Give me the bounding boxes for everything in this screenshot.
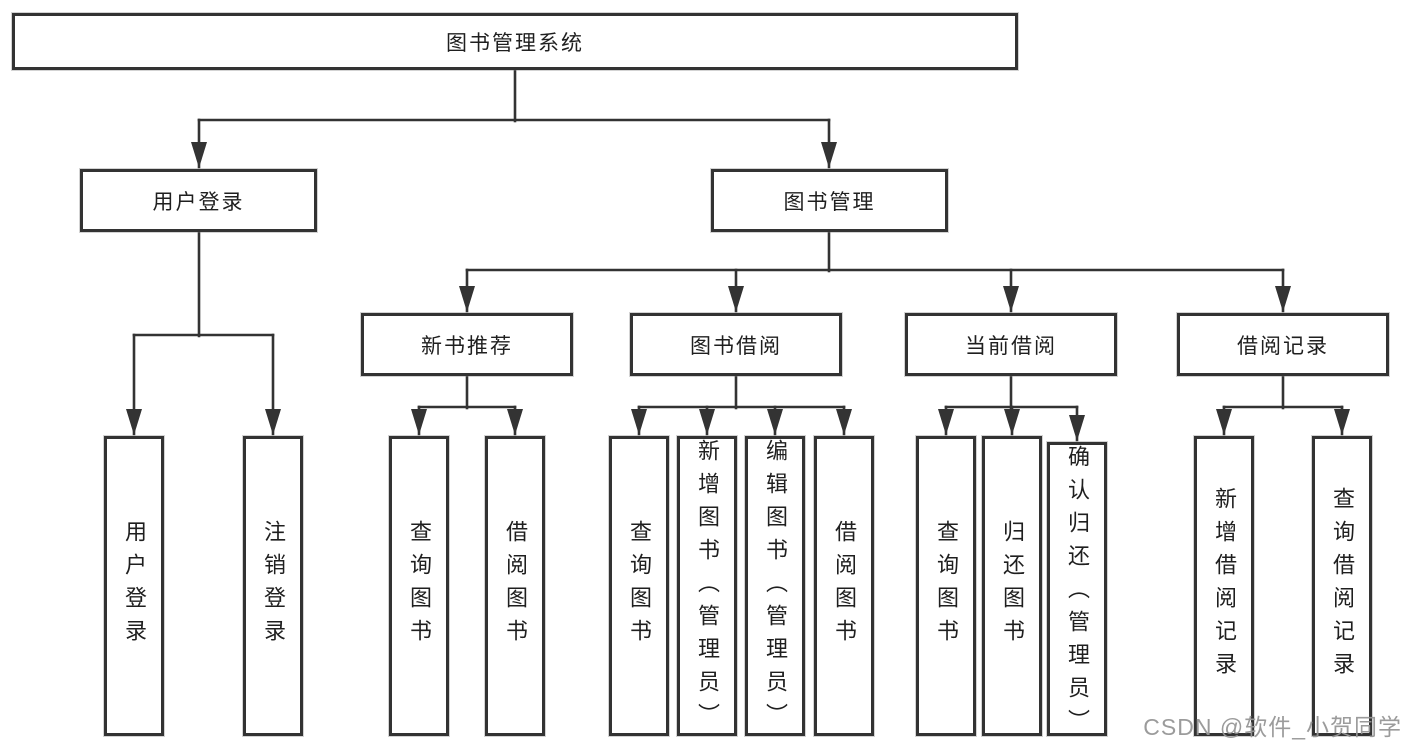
node-borrow-record: 借阅记录 <box>1177 313 1389 376</box>
leaf-borrow-book-recommend: 借阅图书 <box>485 436 545 736</box>
leaf-add-book-admin: 新增图书（管理员） <box>677 436 737 736</box>
leaf-query-book-current: 查询图书 <box>916 436 976 736</box>
leaf-query-borrow-record: 查询借阅记录 <box>1312 436 1372 736</box>
leaf-borrow-book: 借阅图书 <box>814 436 874 736</box>
leaf-query-book-recommend: 查询图书 <box>389 436 449 736</box>
leaf-add-borrow-record: 新增借阅记录 <box>1194 436 1254 736</box>
leaf-confirm-return-admin: 确认归还（管理员） <box>1047 442 1107 742</box>
node-book-management: 图书管理 <box>711 169 948 232</box>
leaf-logout: 注销登录 <box>243 436 303 736</box>
leaf-edit-book-admin: 编辑图书（管理员） <box>745 436 805 736</box>
node-user-login: 用户登录 <box>80 169 317 232</box>
node-book-borrow: 图书借阅 <box>630 313 842 376</box>
watermark: CSDN @软件_小贺同学 <box>1143 714 1402 740</box>
node-current-borrow: 当前借阅 <box>905 313 1117 376</box>
node-new-book-recommend: 新书推荐 <box>361 313 573 376</box>
leaf-query-book-borrow: 查询图书 <box>609 436 669 736</box>
node-root-system: 图书管理系统 <box>12 13 1018 70</box>
leaf-user-login: 用户登录 <box>104 436 164 736</box>
leaf-return-book: 归还图书 <box>982 436 1042 736</box>
